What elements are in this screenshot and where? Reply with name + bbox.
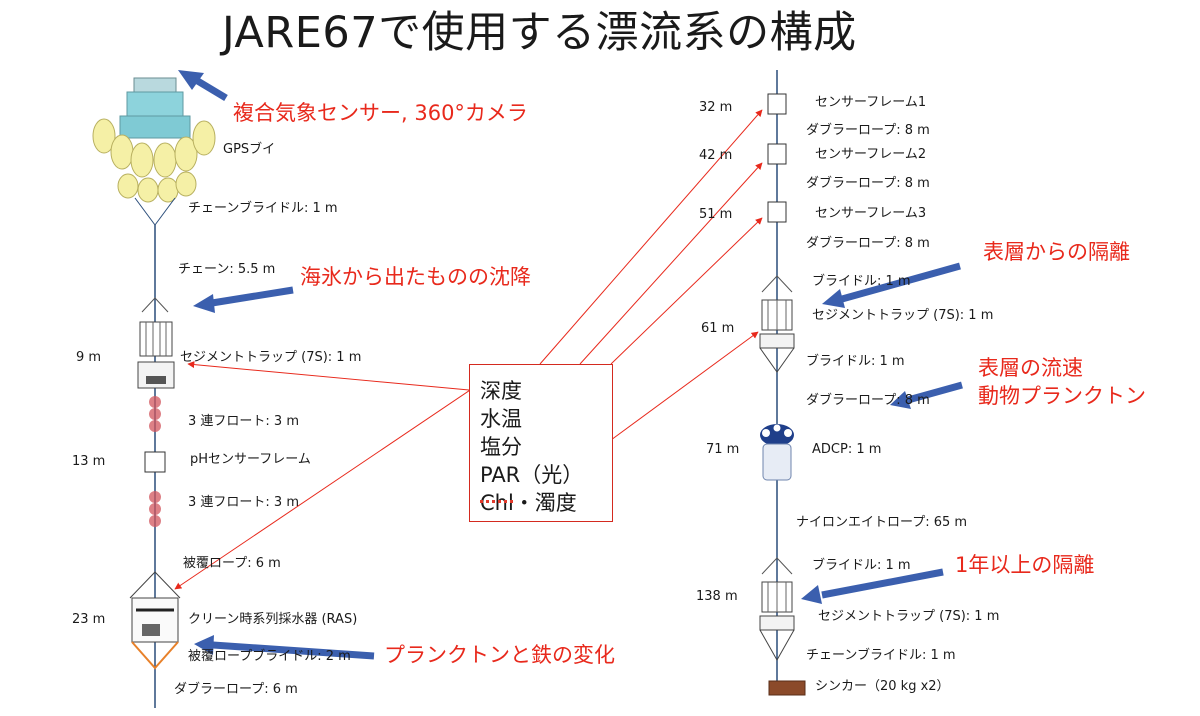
blue-arrow-plankton-iron (194, 635, 375, 660)
depth-42m: 42 m (699, 148, 733, 163)
sediment-trap-right-1-icon (759, 275, 795, 373)
sediment-trap-left-icon (137, 297, 175, 389)
sediment-trap-right-2-icon (759, 557, 795, 662)
doubler-rope-1-label: ダブラーロープ: 8 m (806, 123, 930, 138)
annotation-zooplankton: 動物プランクトン (978, 384, 1146, 408)
chain-bridle-label: チェーンブライドル: 1 m (188, 201, 338, 216)
blue-arrow-sea-ice (193, 286, 294, 313)
sensor-list-box: 深度 水温 塩分 PAR（光） Chl・濁度 (469, 364, 613, 522)
sensor-frame-2-icon (767, 143, 787, 165)
ph-sensor-frame-icon (144, 451, 166, 473)
annotation-surface-isolation: 表層からの隔離 (983, 240, 1130, 264)
depth-51m: 51 m (699, 207, 733, 222)
annotation-surface-flow: 表層の流速 (978, 356, 1083, 380)
blue-arrow-one-year (801, 568, 944, 604)
depth-61m: 61 m (701, 321, 735, 336)
sensor-frame-2-label: センサーフレーム2 (815, 147, 927, 162)
sinker-icon (768, 680, 806, 696)
sensor-frame-1-label: センサーフレーム1 (815, 95, 927, 110)
depth-9m: 9 m (76, 350, 102, 365)
depth-138m: 138 m (696, 589, 738, 604)
bridle-1-label: ブライドル: 1 m (812, 274, 911, 289)
adcp-icon (760, 424, 794, 481)
sensor-frame-3-label: センサーフレーム3 (815, 206, 927, 221)
annotation-sea-ice: 海氷から出たものの沈降 (300, 265, 531, 289)
sinker-label: シンカー（20 kg x2） (815, 679, 950, 694)
sediment-trap-right-2-label: セジメントトラップ (7S): 1 m (818, 609, 1000, 624)
depth-71m: 71 m (706, 442, 740, 457)
annotation-one-year: 1年以上の隔離 (955, 553, 1095, 577)
sensor-par: PAR（光） (480, 463, 584, 487)
sensor-chl-turbidity: Chl・濁度 (480, 491, 577, 515)
float-upper-label: 3 連フロート: 3 m (188, 414, 299, 429)
depth-13m: 13 m (72, 454, 106, 469)
ras-label: クリーン時系列採水器 (RAS) (188, 612, 358, 627)
adcp-label: ADCP: 1 m (812, 442, 882, 457)
page-title: JARE67で使用する漂流系の構成 (222, 8, 857, 58)
annotation-weather-sensor: 複合気象センサー, 360°カメラ (233, 101, 528, 125)
blue-arrow-surface-iso (822, 262, 961, 308)
doubler-rope-2-label: ダブラーロープ: 8 m (806, 176, 930, 191)
spellcheck-underline (480, 500, 516, 503)
float-lower-label: 3 連フロート: 3 m (188, 495, 299, 510)
sensor-depth: 深度 (480, 379, 522, 403)
bridle-2-label: ブライドル: 1 m (806, 354, 905, 369)
sensor-frame-3-icon (767, 201, 787, 223)
float-upper-icon (149, 396, 161, 432)
doubler-rope-3-label: ダブラーロープ: 8 m (806, 236, 930, 251)
blue-arrow-surface-flow (890, 381, 963, 409)
sensor-temperature: 水温 (480, 407, 522, 431)
chain-bridle-right-label: チェーンブライドル: 1 m (806, 648, 956, 663)
depth-32m: 32 m (699, 100, 733, 115)
sensor-frame-1-icon (767, 93, 787, 115)
blue-arrow-weather (178, 70, 228, 102)
gps-buoy-label: GPSブイ (223, 142, 276, 157)
sediment-trap-label: セジメントトラップ (7S): 1 m (180, 350, 362, 365)
float-lower-icon (149, 491, 161, 527)
chain-label: チェーン: 5.5 m (178, 262, 276, 277)
nylon-rope-label: ナイロンエイトロープ: 65 m (796, 515, 968, 530)
bridle-3-label: ブライドル: 1 m (812, 558, 911, 573)
annotation-plankton-iron: プランクトンと鉄の変化 (384, 643, 615, 667)
covered-bridle-label: 被覆ロープブライドル: 2 m (188, 649, 351, 664)
red-connector-lines (174, 109, 763, 590)
sediment-trap-right-1-label: セジメントトラップ (7S): 1 m (812, 308, 994, 323)
depth-23m: 23 m (72, 612, 106, 627)
sensor-salinity: 塩分 (480, 435, 522, 459)
doubler-rope-left-label: ダブラーロープ: 6 m (174, 682, 298, 697)
ras-water-sampler-icon (129, 571, 181, 670)
doubler-rope-4-label: ダブラーロープ: 8 m (806, 393, 930, 408)
gps-buoy-icon (92, 77, 216, 226)
covered-rope-label: 被覆ロープ: 6 m (183, 556, 281, 571)
ph-sensor-frame-label: pHセンサーフレーム (190, 452, 311, 467)
